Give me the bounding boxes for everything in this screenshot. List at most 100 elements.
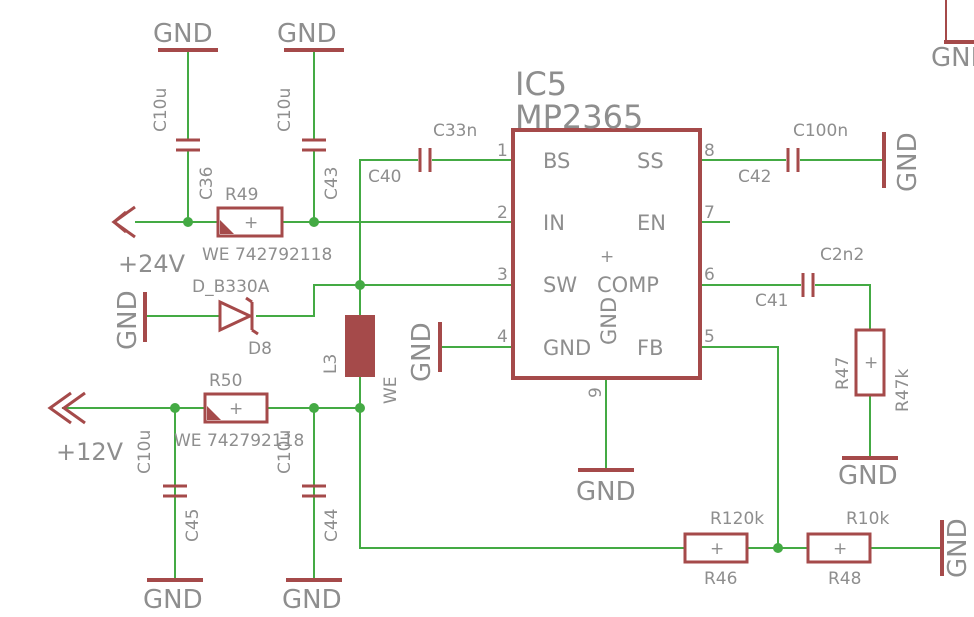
capacitors (163, 138, 815, 498)
pin-label-bs: BS (543, 149, 570, 173)
wire-sw (256, 284, 513, 317)
diode-d8 (218, 296, 259, 336)
gnd-label: GND (282, 585, 342, 615)
label-c41-name: C41 (755, 291, 789, 311)
resistor-body (216, 206, 284, 238)
ic-body (511, 128, 702, 380)
wire-fb (700, 346, 779, 548)
component-labels: C10u C36 C10u C43 C33n C40 C100n C42 C2n… (135, 88, 913, 589)
pin-num-2: 2 (497, 203, 508, 223)
ferrite-mark (207, 406, 221, 420)
gnd-label: GND (153, 19, 213, 49)
gnd-label: GND (143, 585, 203, 615)
ground-symbols (143, 40, 974, 582)
ic-center-mark: + (600, 247, 614, 267)
supply-arrow-icon (111, 210, 127, 234)
resistors: + + + + + (203, 206, 886, 564)
pin-num-4: 4 (497, 327, 508, 347)
gnd-label: GND (277, 19, 337, 49)
wire-comp (700, 284, 871, 458)
pin-num-6: 6 (704, 265, 715, 285)
resistor-mark: + (244, 213, 258, 233)
label-c42-name: C42 (738, 167, 772, 187)
junction-dot (183, 217, 193, 227)
resistor-mark: + (833, 539, 847, 559)
label-r49-value: WE 742792118 (202, 245, 332, 265)
ic-mp2365: IC5 MP2365 + BS IN SW GND SS EN COMP FB … (497, 65, 715, 398)
junction-dot (309, 217, 319, 227)
label-c42-value: C100n (793, 121, 848, 141)
junctions (170, 217, 783, 553)
label-c44-name: C44 (322, 508, 342, 542)
diode-cathode-tick (251, 328, 259, 336)
label-c44-value: C10u (275, 430, 295, 474)
resistor-mark: + (710, 539, 724, 559)
pin-label-ss: SS (637, 149, 664, 173)
resistor-r49: + (216, 206, 284, 238)
resistor-mark: + (229, 399, 243, 419)
pin-label-comp: COMP (597, 273, 659, 297)
junction-dot (773, 543, 783, 553)
resistor-mark: + (864, 353, 878, 373)
resistor-body (806, 532, 872, 564)
junction-dot (355, 280, 365, 290)
supply-arrows (47, 205, 136, 425)
gnd-label: GND (838, 461, 898, 491)
label-c43-value: C10u (275, 88, 295, 132)
pin-label-gnd: GND (543, 336, 591, 360)
resistor-r46: + (683, 532, 749, 564)
resistor-body (854, 328, 886, 397)
label-r46-value: R120k (710, 509, 764, 529)
label-c36-name: C36 (197, 166, 217, 200)
pin-num-9: 9 (586, 387, 606, 398)
label-c40-name: C40 (368, 167, 402, 187)
label-r46-name: R46 (704, 569, 737, 589)
pin-num-1: 1 (497, 141, 508, 161)
ic-part: MP2365 (515, 98, 643, 136)
supply-arrow-icon (61, 391, 86, 425)
diode-cathode-tick (245, 296, 253, 304)
label-r50-name: R50 (209, 371, 242, 391)
ferrite-mark (220, 220, 234, 234)
label-c41-value: C2n2 (820, 245, 864, 265)
pin-num-7: 7 (704, 203, 715, 223)
label-r48-value: R10k (846, 509, 889, 529)
label-d8-value: D_B330A (192, 277, 270, 297)
label-r47-value: R47k (893, 369, 913, 412)
label-r47-name: R47 (833, 357, 853, 390)
junction-dot (355, 403, 365, 413)
label-c45-value: C10u (135, 430, 155, 474)
label-r48-name: R48 (828, 569, 861, 589)
inductor-l3 (345, 315, 375, 377)
gnd-labels: GND GND GND GND GND GND GND GND GND GND … (113, 19, 974, 615)
pin-label-pad: GND (597, 297, 621, 345)
junction-dot (170, 403, 180, 413)
rail-label-24v: +24V (118, 250, 186, 278)
gnd-label: GND (893, 132, 923, 192)
rail-label-12v: +12V (56, 438, 124, 466)
pin-label-fb: FB (637, 336, 664, 360)
junction-dot (309, 403, 319, 413)
gnd-label: GND (113, 290, 143, 350)
label-l3-name: L3 (321, 354, 341, 374)
pin-num-8: 8 (704, 141, 715, 161)
wires (62, 50, 942, 580)
pin-num-3: 3 (497, 265, 508, 285)
label-c43-name: C43 (322, 166, 342, 200)
gnd-label: GND (576, 477, 636, 507)
resistor-r47: + (854, 328, 886, 397)
ic-name: IC5 (515, 65, 567, 103)
supply-arrow-icon (47, 391, 72, 425)
pin-label-in: IN (543, 211, 565, 235)
label-r49-name: R49 (225, 185, 258, 205)
gnd-label: GND (943, 518, 973, 578)
label-c40-value: C33n (433, 121, 477, 141)
label-d8-name: D8 (248, 339, 272, 359)
resistor-r50: + (203, 392, 269, 424)
label-c45-name: C45 (183, 508, 203, 542)
diode-icon (218, 299, 254, 333)
pin-num-5: 5 (704, 327, 715, 347)
label-l3-value: WE (381, 376, 401, 404)
gnd-label: GND (931, 43, 974, 73)
